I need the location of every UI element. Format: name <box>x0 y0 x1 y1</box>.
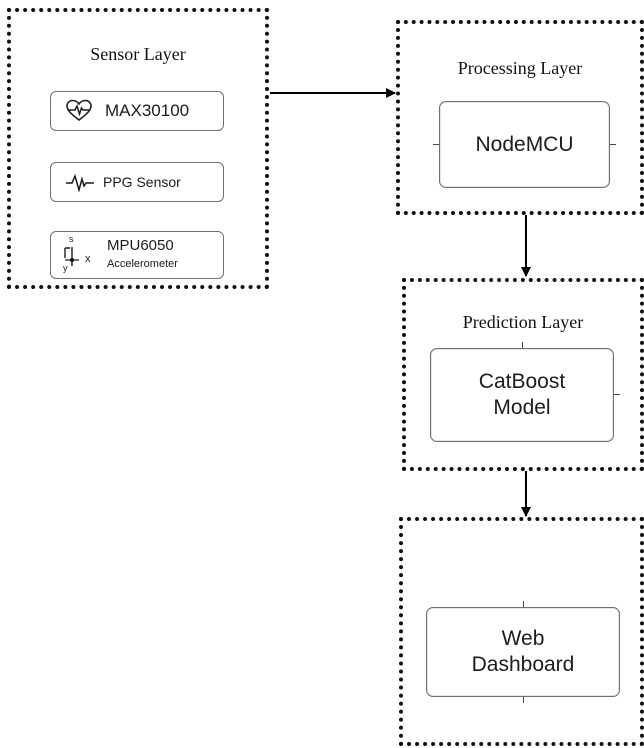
dashboard-label-line2: Dashboard <box>471 653 575 676</box>
dashboard-bottom-tick <box>523 697 524 703</box>
processing-layer: Processing Layer NodeMCU <box>396 20 644 215</box>
axis-label-s: s <box>69 234 74 244</box>
dashboard-top-tick <box>523 601 524 607</box>
sensor-label-mpu6050: MPU6050 <box>107 237 174 254</box>
nodemcu-left-tick <box>433 144 439 145</box>
web-dashboard-box: Web Dashboard <box>426 607 620 697</box>
sensor-label-max30100: MAX30100 <box>105 101 190 120</box>
prediction-layer-title: Prediction Layer <box>462 312 584 332</box>
catboost-top-tick <box>522 342 523 348</box>
catboost-label-line1: CatBoost <box>478 370 566 393</box>
catboost-box: CatBoost Model <box>430 348 614 442</box>
sensor-mpu6050: s x y MPU6050 Accelerometer <box>50 231 224 279</box>
sensor-ppg: PPG Sensor <box>50 162 224 202</box>
sensor-max30100: MAX30100 <box>50 91 224 131</box>
waveform-icon <box>65 173 95 197</box>
sensor-layer-title: Sensor Layer <box>90 44 186 64</box>
nodemcu-right-tick <box>610 144 616 145</box>
sensor-label-ppg: PPG Sensor <box>103 174 181 190</box>
axis-label-x: x <box>85 253 91 265</box>
catboost-right-tick <box>614 394 620 395</box>
nodemcu-box: NodeMCU <box>439 101 610 188</box>
axis-label-y: y <box>63 263 68 273</box>
sensor-layer: Sensor Layer MAX30100 PPG Sensor s <box>7 8 269 289</box>
catboost-label-line2: Model <box>493 396 551 419</box>
nodemcu-label: NodeMCU <box>475 132 574 156</box>
dashboard-label-line1: Web <box>501 627 545 650</box>
heart-pulse-icon <box>65 99 93 128</box>
prediction-layer: Prediction Layer CatBoost Model <box>402 278 644 471</box>
axes-icon: s x y <box>61 234 97 276</box>
sensor-sublabel-accelerometer: Accelerometer <box>107 258 178 270</box>
dashboard-layer: Web Dashboard <box>399 517 644 746</box>
processing-layer-title: Processing Layer <box>457 58 583 78</box>
